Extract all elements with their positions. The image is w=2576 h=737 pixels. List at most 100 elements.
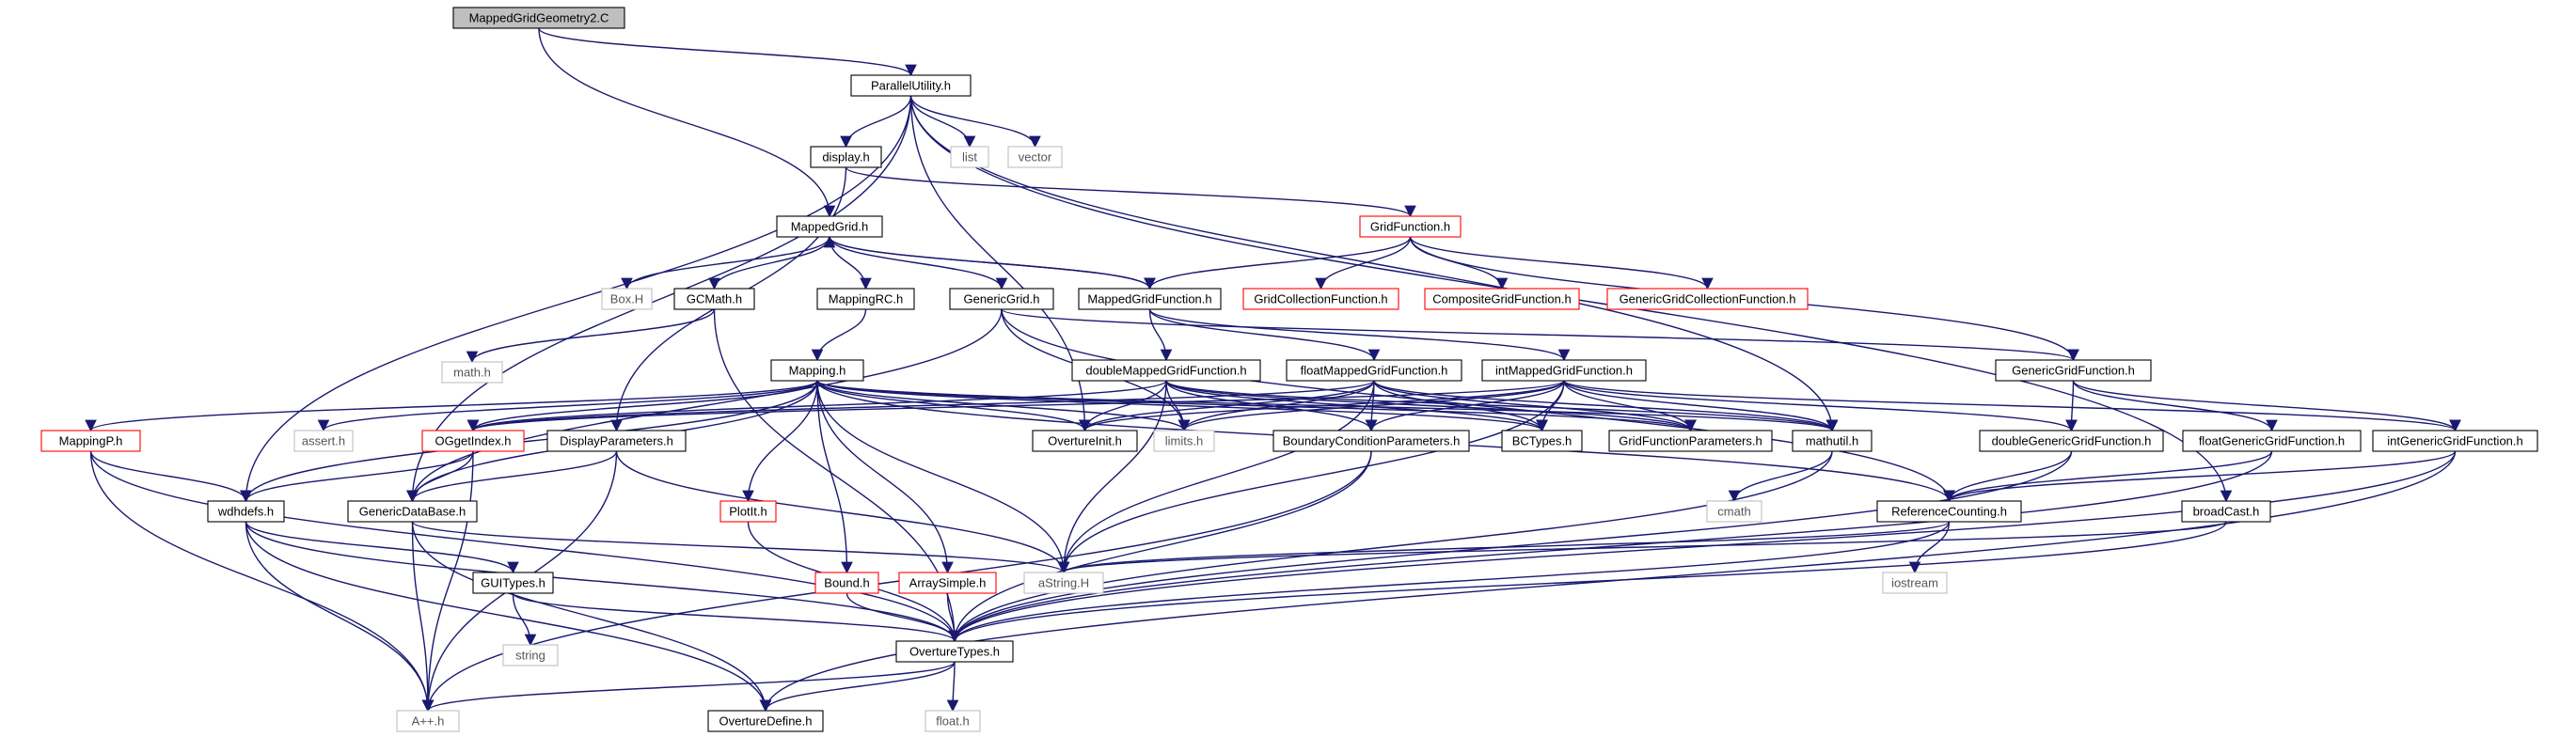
edge-genericgridfunction-to-intgenericgridfunction xyxy=(2072,380,2461,432)
node-bctypes-h[interactable]: BCTypes.h xyxy=(1501,430,1583,452)
edge-mapping-to-bound xyxy=(816,380,853,574)
node-label: Box.H xyxy=(610,292,643,306)
node-box xyxy=(1032,430,1138,452)
node-label: OvertureTypes.h xyxy=(909,645,1000,659)
node-cmath: cmath xyxy=(1706,500,1762,523)
node-label: float.h xyxy=(936,714,969,729)
node-displayparameters-h[interactable]: DisplayParameters.h xyxy=(546,430,687,452)
edge-floatmappedgridfunction-to-overtureinit xyxy=(1079,380,1375,432)
node-referencecounting-h[interactable]: ReferenceCounting.h xyxy=(1876,500,2022,523)
edge-doublemappedgridfunction-to-boundaryconditionparameters xyxy=(1165,380,1378,432)
edge-mapping-to-gridfunctionparameters xyxy=(816,380,1697,432)
node-box xyxy=(1424,288,1580,310)
edge-gridfunction-to-genericgridcollectionfunction xyxy=(1409,236,1714,290)
node-boundaryconditionparameters-h[interactable]: BoundaryConditionParameters.h xyxy=(1272,430,1470,452)
edge-referencecounting-to-iostream xyxy=(1908,521,1951,574)
node-label: GenericGrid.h xyxy=(964,292,1040,306)
edge-floatmappedgridfunction-to-mathutil xyxy=(1373,380,1839,432)
node-overtureinit-h[interactable]: OvertureInit.h xyxy=(1032,430,1138,452)
node-label: ParallelUtility.h xyxy=(871,79,951,93)
node-arraysimple-h[interactable]: ArraySimple.h xyxy=(898,572,997,594)
node-intmappedgridfunction-h[interactable]: intMappedGridFunction.h xyxy=(1481,359,1647,382)
node-label: broadCast.h xyxy=(2193,505,2260,519)
node-box xyxy=(895,640,1014,663)
edge-overturetypes-to-apph xyxy=(421,661,956,713)
node-box xyxy=(898,572,997,594)
node-label: intMappedGridFunction.h xyxy=(1495,364,1633,378)
node-genericgridcollectionfunction-h[interactable]: GenericGridCollectionFunction.h xyxy=(1606,288,1809,310)
edge-mappingp-to-wdhdefs xyxy=(89,450,252,503)
node-overturedefine-h[interactable]: OvertureDefine.h xyxy=(707,710,824,732)
node-label: MappedGrid.h xyxy=(791,220,868,234)
node-box xyxy=(925,710,981,732)
node-mappedgrid-h[interactable]: MappedGrid.h xyxy=(776,215,883,238)
node-broadcast-h[interactable]: broadCast.h xyxy=(2181,500,2271,523)
node-label: OvertureInit.h xyxy=(1048,434,1122,448)
edge-root-to-parallelutility xyxy=(538,27,917,77)
node-doublegenericgridfunction-h[interactable]: doubleGenericGridFunction.h xyxy=(1979,430,2164,452)
node-parallelutility-h[interactable]: ParallelUtility.h xyxy=(850,74,972,97)
edge-wdhdefs-to-overturedefine xyxy=(245,521,772,713)
edges-layer xyxy=(85,27,2461,713)
node-mappingrc-h[interactable]: MappingRC.h xyxy=(816,288,915,310)
node-gcmath-h[interactable]: GCMath.h xyxy=(673,288,755,310)
edge-mathutil-to-overturetypes xyxy=(948,450,1833,643)
node-genericgrid-h[interactable]: GenericGrid.h xyxy=(949,288,1054,310)
node-genericdatabase-h[interactable]: GenericDataBase.h xyxy=(347,500,478,523)
node-box xyxy=(719,500,777,523)
node-label: aString.H xyxy=(1038,576,1089,590)
node-box xyxy=(1078,288,1222,310)
node-label: floatGenericGridFunction.h xyxy=(2199,434,2345,448)
edge-guitypes-to-overturetypes xyxy=(512,592,961,643)
edge-mathutil-to-cmath xyxy=(1728,450,1833,503)
node-box xyxy=(950,146,989,168)
node-box xyxy=(2372,430,2538,452)
node-intgenericgridfunction-h[interactable]: intGenericGridFunction.h xyxy=(2372,430,2538,452)
edge-intmappedgridfunction-to-intgenericgridfunction xyxy=(1563,380,2461,432)
edge-intmappedgridfunction-to-boundaryconditionparameters xyxy=(1365,380,1565,432)
node-label: mathutil.h xyxy=(1806,434,1858,448)
node-box xyxy=(1606,288,1809,310)
node-display-h[interactable]: display.h xyxy=(810,146,882,168)
node-mappedgridgeometry2-c[interactable]: MappedGridGeometry2.C xyxy=(452,7,625,29)
edge-genericdatabase-to-astringh xyxy=(411,521,1070,574)
node-mappedgridfunction-h[interactable]: MappedGridFunction.h xyxy=(1078,288,1222,310)
node-box xyxy=(1272,430,1470,452)
node-wdhdefs-h[interactable]: wdhdefs.h xyxy=(207,500,285,523)
node-bound-h[interactable]: Bound.h xyxy=(814,572,879,594)
node-label: display.h xyxy=(822,150,869,165)
node-box xyxy=(1706,500,1762,523)
node-floatgenericgridfunction-h[interactable]: floatGenericGridFunction.h xyxy=(2182,430,2362,452)
node-label: PlotIt.h xyxy=(729,505,766,519)
node-box xyxy=(1876,500,2022,523)
edge-intgenericgridfunction-to-overturedefine xyxy=(759,450,2457,713)
edge-mappingrc-to-mapping xyxy=(811,308,867,362)
node-box xyxy=(816,288,915,310)
node-plotit-h[interactable]: PlotIt.h xyxy=(719,500,777,523)
node-box xyxy=(1023,572,1104,594)
node-label: iostream xyxy=(1891,576,1938,590)
edge-oggetindex-to-apph xyxy=(421,450,474,713)
node-compositegridfunction-h[interactable]: CompositeGridFunction.h xyxy=(1424,288,1580,310)
node-guitypes-h[interactable]: GUITypes.h xyxy=(472,572,554,594)
node-box xyxy=(673,288,755,310)
node-oggetindex-h[interactable]: OGgetIndex.h xyxy=(421,430,525,452)
node-label: A++.h xyxy=(412,714,445,729)
node-label: MappingRC.h xyxy=(829,292,904,306)
node-box xyxy=(601,288,653,310)
node-mapping-h[interactable]: Mapping.h xyxy=(770,359,864,382)
node-overturetypes-h[interactable]: OvertureTypes.h xyxy=(895,640,1014,663)
edge-intmappedgridfunction-to-mathutil xyxy=(1563,380,1839,432)
edge-mapping-to-plotit xyxy=(742,380,818,503)
node-gridfunction-h[interactable]: GridFunction.h xyxy=(1359,215,1462,238)
node-label: GridCollectionFunction.h xyxy=(1254,292,1387,306)
node-floatmappedgridfunction-h[interactable]: floatMappedGridFunction.h xyxy=(1286,359,1462,382)
node-genericgridfunction-h[interactable]: GenericGridFunction.h xyxy=(1995,359,2152,382)
edge-referencecounting-to-astringh xyxy=(1058,521,1951,574)
edge-floatmappedgridfunction-to-astringh xyxy=(1057,380,1375,574)
node-doublemappedgridfunction-h[interactable]: doubleMappedGridFunction.h xyxy=(1071,359,1261,382)
node-mappingp-h[interactable]: MappingP.h xyxy=(40,430,141,452)
node-gridcollectionfunction-h[interactable]: GridCollectionFunction.h xyxy=(1242,288,1399,310)
node-gridfunctionparameters-h[interactable]: GridFunctionParameters.h xyxy=(1608,430,1773,452)
node-mathutil-h[interactable]: mathutil.h xyxy=(1792,430,1873,452)
